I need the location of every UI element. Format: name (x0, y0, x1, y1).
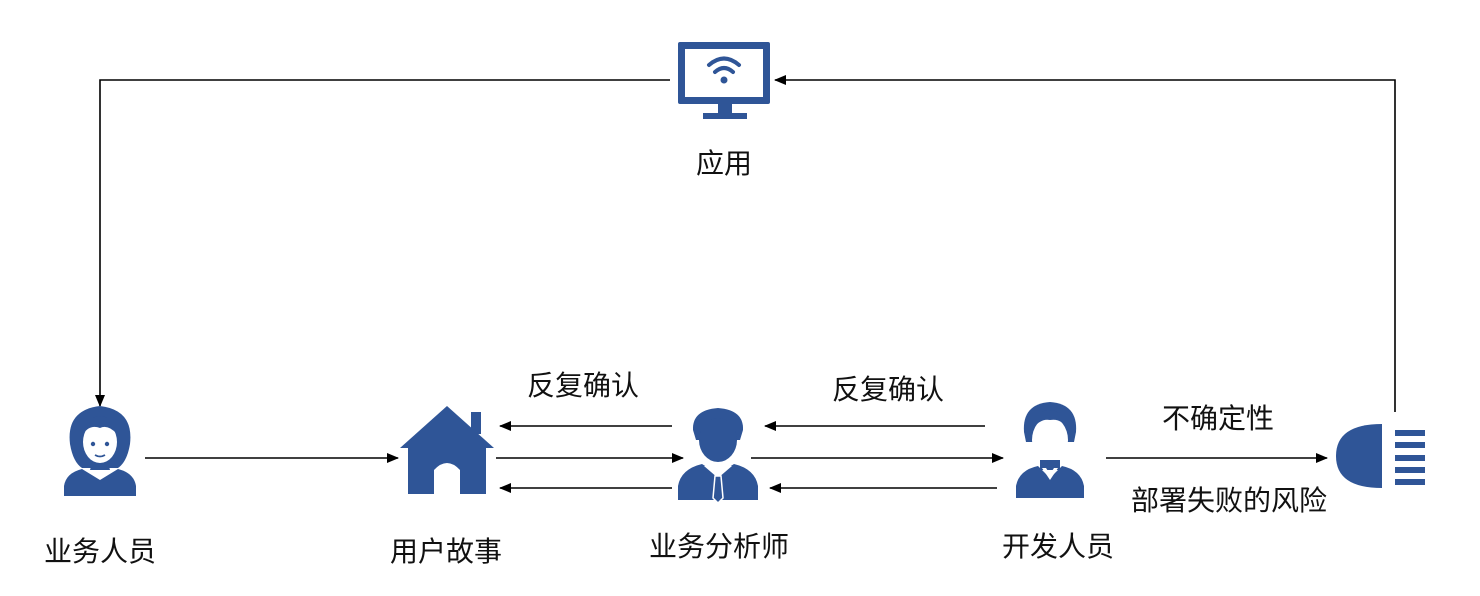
monitor-wifi-icon (678, 42, 770, 119)
edge-label-deploy-risk: 部署失败的风险 (1130, 484, 1328, 517)
house-icon (400, 406, 494, 494)
feedback-loop-left (95, 79, 670, 407)
business-analyst-label: 业务分析师 (648, 530, 790, 563)
app-label: 应用 (695, 147, 753, 180)
edge-label-confirm-right: 反复确认 (831, 373, 945, 406)
user-story-label: 用户故事 (389, 535, 503, 568)
edge-label-confirm-left: 反复确认 (526, 369, 640, 402)
feedback-loop-right (774, 75, 1396, 412)
male-businessman-icon (678, 408, 758, 505)
headlight-icon (1336, 424, 1425, 488)
business-staff-label: 业务人员 (43, 535, 157, 568)
male-user-icon (1016, 402, 1084, 498)
female-user-icon (64, 406, 136, 496)
edge-label-uncertainty: 不确定性 (1161, 402, 1275, 435)
developer-label: 开发人员 (1001, 530, 1115, 563)
